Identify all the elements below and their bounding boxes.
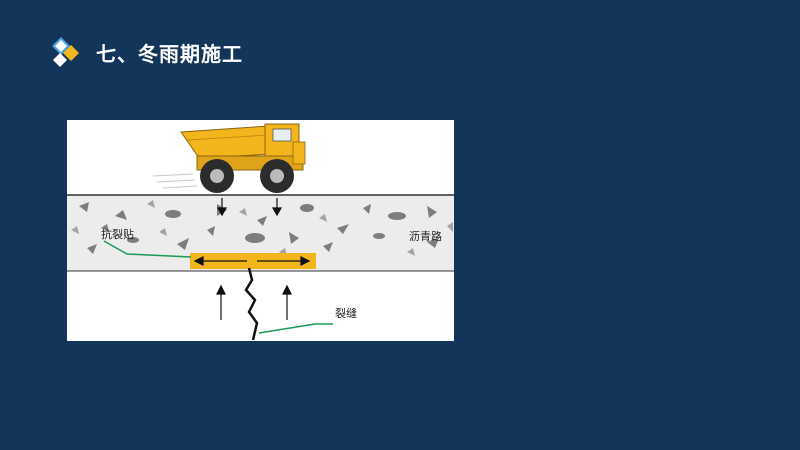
slide-header: 七、冬雨期施工 [48, 34, 243, 70]
page-title: 七、冬雨期施工 [96, 41, 243, 66]
anti-crack-diagram: 抗裂贴 沥青路 裂缝 [67, 120, 454, 341]
diamond-logo-icon [48, 35, 82, 69]
diagram-drawing [67, 123, 454, 341]
crack-label: 裂缝 [335, 307, 357, 320]
dump-truck-icon [152, 123, 306, 193]
anti-crack-label: 抗裂贴 [101, 228, 134, 241]
asphalt-label: 沥青路 [409, 230, 442, 243]
